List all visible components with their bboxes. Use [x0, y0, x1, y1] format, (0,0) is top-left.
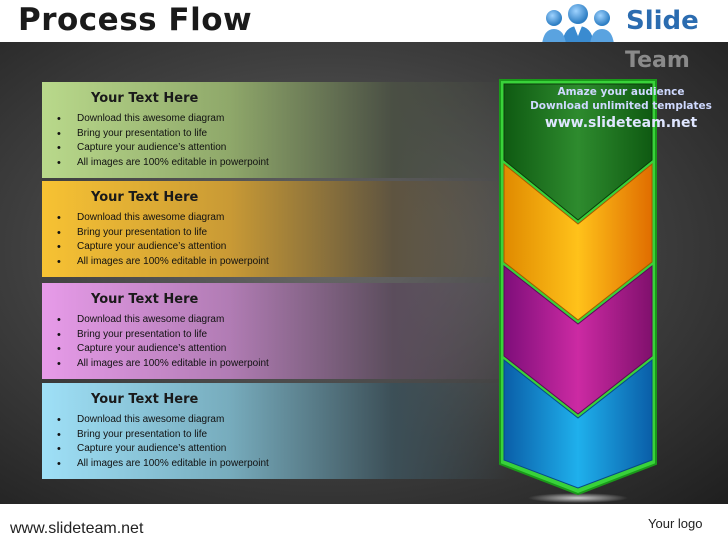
chevron-segment-green	[503, 83, 653, 221]
list-item: Capture your audience’s attention	[52, 442, 269, 457]
list-item: Bring your presentation to life	[52, 226, 269, 241]
panel-heading: Your Text Here	[91, 190, 199, 205]
list-item: All images are 100% editable in powerpoi…	[52, 357, 269, 372]
bullet-list: Download this awesome diagram Bring your…	[52, 211, 269, 269]
chevron-segment-blue	[503, 358, 653, 489]
bullet-list: Download this awesome diagram Bring your…	[52, 112, 269, 170]
list-item: Capture your audience’s attention	[52, 240, 269, 255]
chevron-arrow-stack	[499, 79, 657, 503]
page-title: Process Flow	[18, 2, 253, 38]
footer-url[interactable]: www.slideteam.net	[10, 520, 144, 537]
logo-wordmark: Slide	[626, 6, 699, 36]
list-item: All images are 100% editable in powerpoi…	[52, 255, 269, 270]
text-panel-3: Your Text Here Download this awesome dia…	[42, 283, 510, 379]
footer-logo-placeholder: Your logo	[648, 516, 703, 531]
chevron-segment-magenta	[503, 264, 653, 415]
list-item: Capture your audience’s attention	[52, 342, 269, 357]
panel-heading: Your Text Here	[91, 91, 199, 106]
bullet-list: Download this awesome diagram Bring your…	[52, 313, 269, 371]
promo-url[interactable]: www.slideteam.net	[544, 115, 698, 131]
text-panel-2: Your Text Here Download this awesome dia…	[42, 181, 510, 277]
people-logo-icon	[542, 4, 614, 44]
bullet-list: Download this awesome diagram Bring your…	[52, 413, 269, 471]
list-item: Download this awesome diagram	[52, 313, 269, 328]
list-item: Bring your presentation to life	[52, 428, 269, 443]
list-item: Bring your presentation to life	[52, 127, 269, 142]
list-item: Download this awesome diagram	[52, 413, 269, 428]
list-item: Capture your audience’s attention	[52, 141, 269, 156]
logo-wordmark-sub: Team	[625, 48, 690, 73]
slideteam-logo: Slide	[530, 2, 728, 44]
text-panel-1: Your Text Here Download this awesome dia…	[42, 82, 510, 178]
text-panel-4: Your Text Here Download this awesome dia…	[42, 383, 510, 479]
list-item: All images are 100% editable in powerpoi…	[52, 457, 269, 472]
list-item: Download this awesome diagram	[52, 211, 269, 226]
promo-line-2: Download unlimited templates	[530, 100, 712, 112]
panel-heading: Your Text Here	[91, 292, 199, 307]
list-item: Bring your presentation to life	[52, 328, 269, 343]
list-item: All images are 100% editable in powerpoi…	[52, 156, 269, 171]
panel-heading: Your Text Here	[91, 392, 199, 407]
promo-line-1: Amaze your audience	[557, 86, 685, 98]
chevron-segment-yellow	[503, 162, 653, 321]
list-item: Download this awesome diagram	[52, 112, 269, 127]
arrow-shadow	[528, 493, 628, 503]
